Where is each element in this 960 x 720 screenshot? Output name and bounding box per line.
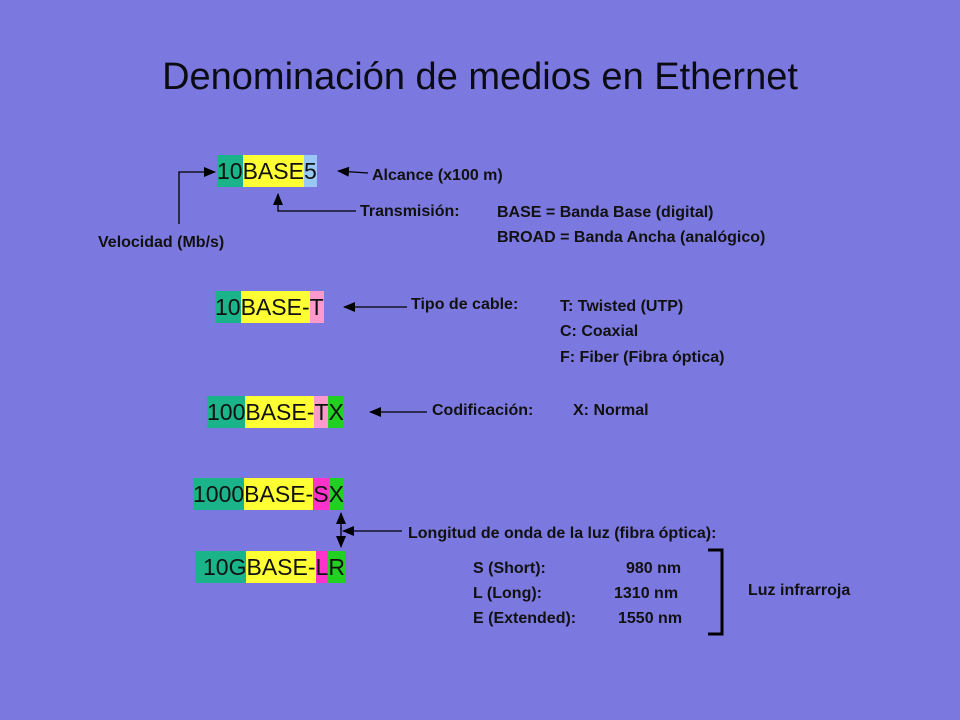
transmission-value-1: BASE = Banda Base (digital) <box>497 204 714 221</box>
code-dash: - <box>305 478 314 510</box>
speed-arrow <box>178 167 216 224</box>
cable-value-2: C: Coaxial <box>560 323 639 340</box>
wavelength-row-name: L (Long): <box>473 585 543 602</box>
page-title: Denominación de medios en Ethernet <box>162 56 798 98</box>
code-10base5: 10 BASE 5 <box>217 155 317 187</box>
code-wavelength: S <box>313 478 329 510</box>
code-speed: 10G <box>195 551 247 583</box>
cable-value-3: F: Fiber (Fibra óptica) <box>560 349 725 366</box>
code-base: BASE <box>245 396 307 428</box>
wavelength-row-value: 980 nm <box>626 560 682 577</box>
code-speed: 100 <box>207 396 246 428</box>
code-100base-tx: 100 BASE - T X <box>207 396 344 428</box>
code-speed: 10 <box>215 291 241 323</box>
code-base: BASE <box>244 478 306 510</box>
code-range: 5 <box>303 155 317 187</box>
code-10gbase-lr: 10G BASE - L R <box>195 551 345 583</box>
code-speed: 1000 <box>193 478 245 510</box>
code-dash: - <box>301 291 310 323</box>
infrared-label: Luz infrarroja <box>748 582 851 599</box>
code-1000base-sx: 1000 BASE - S X <box>193 478 344 510</box>
code-base: BASE <box>246 551 308 583</box>
transmission-value-2: BROAD = Banda Ancha (analógico) <box>497 229 766 246</box>
wavelength-row-name: S (Short): <box>473 560 546 577</box>
code-base: BASE <box>240 291 302 323</box>
transmission-label: Transmisión: <box>360 203 460 220</box>
code-wavelength: L <box>315 551 329 583</box>
code-base: BASE <box>242 155 304 187</box>
wavelength-row-name: E (Extended): <box>473 610 577 627</box>
code-coding: R <box>328 551 345 583</box>
wavelength-row-value: 1310 nm <box>614 585 679 602</box>
speed-label: Velocidad (Mb/s) <box>98 234 225 251</box>
wavelength-label: Longitud de onda de la luz (fibra óptica… <box>408 525 717 542</box>
range-arrow <box>337 166 369 177</box>
code-speed: 10 <box>217 155 243 187</box>
cable-value-1: T: Twisted (UTP) <box>560 298 684 315</box>
infrared-brace <box>708 548 724 636</box>
wavelength-row-value: 1550 nm <box>618 610 683 627</box>
code-coding: X <box>328 478 344 510</box>
code-dash: - <box>307 551 316 583</box>
code-cable: T <box>309 291 324 323</box>
code-cable: T <box>314 396 329 428</box>
code-10base-t: 10 BASE - T <box>215 291 324 323</box>
coding-label: Codificación: <box>432 402 534 419</box>
range-label: Alcance (x100 m) <box>372 167 503 184</box>
coding-value: X: Normal <box>573 402 649 419</box>
code-coding: X <box>328 396 344 428</box>
transmission-arrow <box>273 193 356 212</box>
code-dash: - <box>306 396 315 428</box>
cable-type-label: Tipo de cable: <box>411 296 519 313</box>
